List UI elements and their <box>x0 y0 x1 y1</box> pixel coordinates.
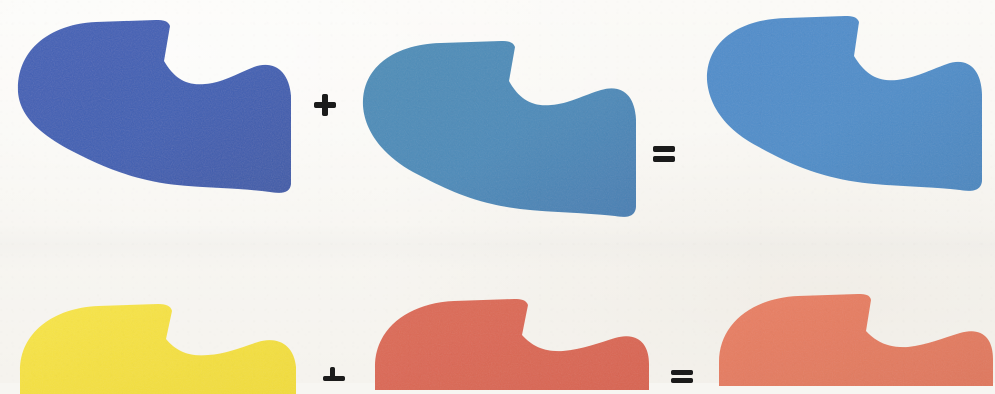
top-left-paint-swatch-shape <box>8 14 293 194</box>
plus-sign-bottom <box>322 367 346 391</box>
swatch-shape-bottom-middle <box>375 299 649 390</box>
color-mixing-diagram <box>0 0 995 383</box>
top-right-paint-swatch-shape <box>697 10 983 193</box>
bottom-right-paint-swatch <box>709 286 994 386</box>
swatch-shape-top-middle <box>363 41 636 217</box>
bottom-left-paint-swatch-shape <box>8 294 298 394</box>
swatch-shape-top-left <box>18 20 291 193</box>
bottom-right-paint-swatch-shape <box>709 286 994 386</box>
top-right-paint-swatch <box>697 10 983 193</box>
swatch-shape-bottom-left <box>20 304 296 394</box>
equals-sign-top <box>652 141 676 165</box>
bottom-left-paint-swatch <box>8 294 298 394</box>
top-left-paint-swatch <box>8 14 293 194</box>
plus-sign-top <box>312 92 336 116</box>
bottom-middle-paint-swatch-shape <box>365 290 650 390</box>
bottom-middle-paint-swatch <box>365 290 650 390</box>
swatch-shape-top-right <box>707 16 982 191</box>
top-middle-paint-swatch-shape <box>353 34 638 219</box>
equals-sign-bottom <box>670 370 694 394</box>
top-middle-paint-swatch <box>353 34 638 219</box>
swatch-shape-bottom-right <box>719 294 993 386</box>
